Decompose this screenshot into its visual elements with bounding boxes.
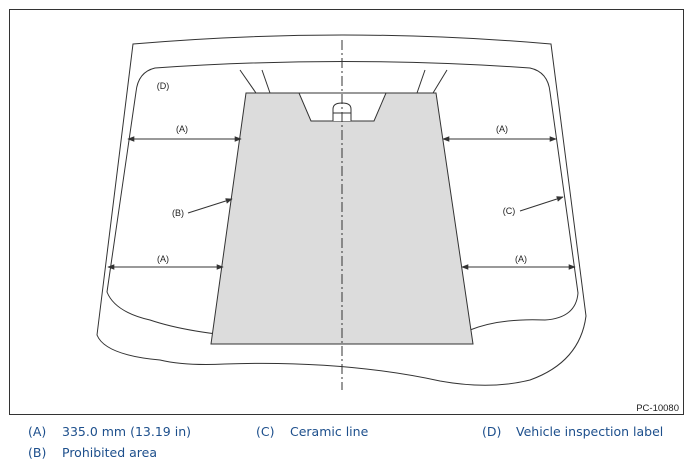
prohibited-area — [210, 92, 474, 345]
legend-text-a: 335.0 mm (13.19 in) — [62, 424, 191, 439]
mirror-base-inner-left — [261, 69, 271, 94]
legend-text-d: Vehicle inspection label — [516, 424, 664, 439]
mirror-base-outline — [239, 69, 448, 94]
legend-item-c: (C) Ceramic line — [256, 424, 368, 439]
legend-item-d: (D) Vehicle inspection label — [482, 424, 663, 439]
figure-code: PC-10080 — [636, 403, 679, 414]
callout-a-left-upper: (A) — [176, 124, 188, 134]
leader-c — [519, 196, 564, 212]
callout-b: (B) — [172, 208, 184, 218]
mirror-base-inner-right — [416, 69, 426, 94]
callout-c: (C) — [503, 206, 516, 216]
leader-b — [187, 198, 233, 214]
legend-key-a: (A) — [28, 424, 47, 439]
windshield-outline — [96, 34, 587, 386]
callout-d: (D) — [157, 81, 170, 91]
legend-item-b: (B) Prohibited area — [28, 445, 157, 460]
windshield-diagram: (A) (A) (A) (A) (B) (C) (D) PC-10080 — [9, 9, 684, 415]
callout-a-left-lower: (A) — [157, 254, 169, 264]
legend-text-c: Ceramic line — [290, 424, 369, 439]
figure-frame — [9, 9, 684, 415]
callout-a-right-lower: (A) — [515, 254, 527, 264]
legend-text-b: Prohibited area — [62, 445, 158, 460]
legend-key-b: (B) — [28, 445, 47, 460]
callout-a-right-upper: (A) — [496, 124, 508, 134]
legend-key-d: (D) — [482, 424, 502, 439]
legend-key-c: (C) — [256, 424, 275, 439]
legend-item-a: (A) 335.0 mm (13.19 in) — [28, 424, 191, 439]
